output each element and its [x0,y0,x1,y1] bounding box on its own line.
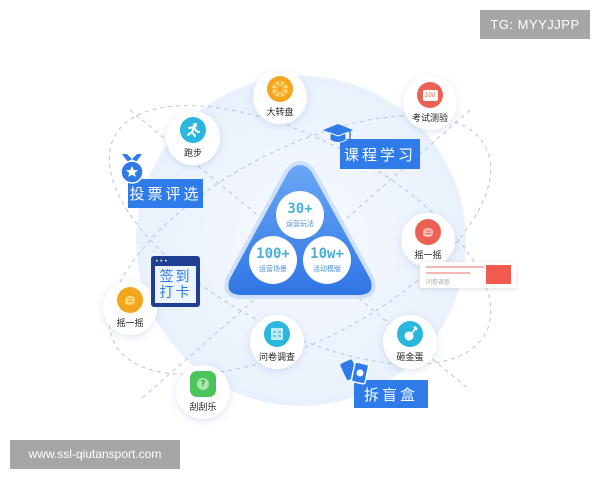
exam-paper-icon: 100 [417,82,443,108]
tag-vote[interactable]: 投票评选 [128,179,203,208]
exam-score-text: 100 [422,89,438,101]
hammer-egg-icon [397,321,423,347]
tag-blind-box[interactable]: 拆盲盒 [354,380,428,408]
shake-hand-icon [415,219,441,245]
running-icon [180,117,206,143]
card-line [426,266,484,268]
stat-label: 活动模版 [313,264,341,273]
shake-hand-icon [117,287,143,313]
stat-scenarios: 100+ 运营场景 [249,236,297,284]
checkin-line1: 签到 [159,268,192,285]
node-lucky-wheel[interactable]: 大转盘 [253,70,307,124]
card-line [426,272,470,274]
stat-value: 30+ [287,200,313,217]
watermark-bottom: www.ssl-qiutansport.com [10,440,180,469]
node-label: 砸金蛋 [396,353,424,363]
node-label: 跑步 [183,149,202,159]
node-label: 刮刮乐 [189,403,217,413]
tag-label: 拆盲盒 [363,385,418,404]
checkin-body: 签到 打卡 [155,266,196,303]
stat-label: 运营场景 [259,264,287,273]
node-golden-egg[interactable]: 砸金蛋 [383,315,437,369]
checkin-window[interactable]: ••• 签到 打卡 [151,256,200,307]
node-running[interactable]: 跑步 [166,111,220,165]
tag-label: 课程学习 [343,145,416,164]
node-label: 摇一摇 [116,319,144,329]
stat-value: 10w+ [310,245,344,262]
node-label: 摇一摇 [414,251,442,261]
node-scratch-card[interactable]: ? 刮刮乐 [176,365,230,419]
stat-play-modes: 30+ 运营玩法 [276,191,324,239]
card-button[interactable] [486,265,511,284]
node-label: 问卷调查 [258,353,295,363]
node-label: 大转盘 [266,108,294,118]
tag-label: 投票评选 [129,185,202,203]
card-caption: 问卷调查 [426,279,451,286]
survey-icon [264,321,290,347]
window-dots: ••• [155,258,169,265]
node-survey[interactable]: 问卷调查 [250,315,304,369]
survey-preview-card: 问卷调查 [420,262,516,288]
cards-icon [340,359,370,385]
node-exam[interactable]: 100 考试测验 [403,76,457,130]
node-shake-right[interactable]: 摇一摇 [401,213,455,267]
tag-course-study[interactable]: 课程学习 [340,139,420,169]
question-mark: ? [197,378,209,390]
node-shake-left[interactable]: 摇一摇 [103,281,157,335]
graduation-cap-icon [323,124,353,143]
scratch-card-icon: ? [190,371,216,397]
watermark-top: TG: MYYJJPP [480,10,590,39]
stat-label: 运营玩法 [286,219,314,228]
stat-templates: 10w+ 活动模版 [303,236,351,284]
wheel-icon [267,76,293,102]
node-label: 考试测验 [411,114,448,124]
checkin-line2: 打卡 [159,284,192,301]
medal-icon [120,154,144,184]
stat-value: 100+ [256,245,290,262]
